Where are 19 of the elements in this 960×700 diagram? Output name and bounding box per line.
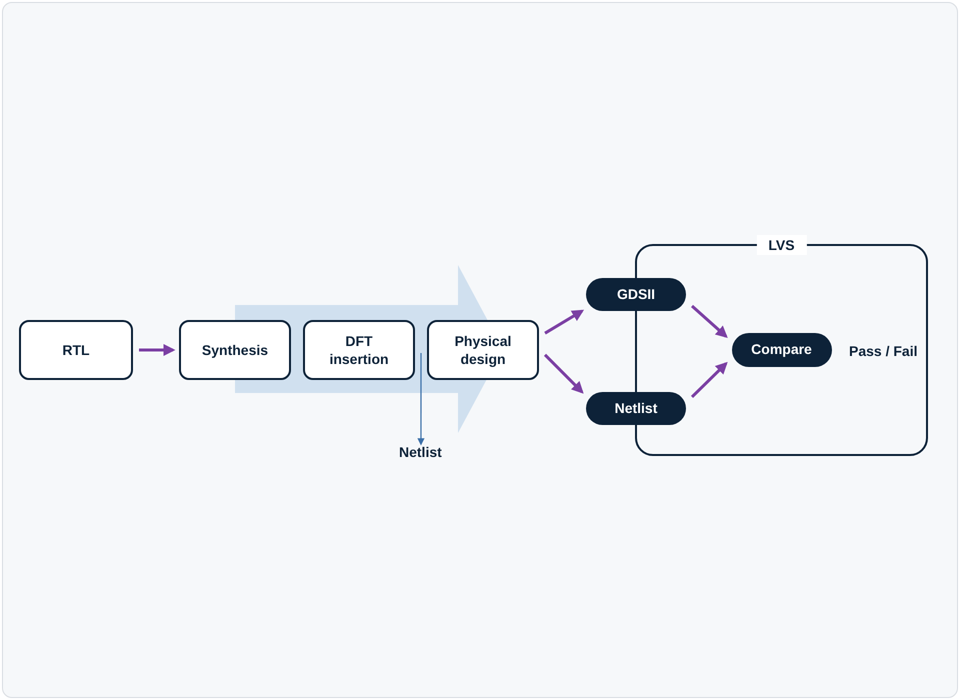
step-label: Synthesis — [202, 340, 268, 360]
arrow — [544, 354, 584, 394]
step-label: RTL — [62, 340, 90, 360]
output-label: Netlist — [399, 444, 442, 460]
arrow — [139, 344, 176, 356]
data-pill: Compare — [732, 332, 832, 366]
process-box — [303, 320, 415, 380]
process-box — [179, 320, 291, 380]
step-label: DFT insertion — [328, 332, 390, 368]
data-pill: Netlist — [586, 392, 686, 425]
arrow — [690, 362, 728, 398]
result-label: Pass / Fail — [849, 343, 918, 359]
arrow — [691, 304, 728, 338]
arrow — [544, 310, 584, 334]
data-pill: GDSII — [586, 278, 686, 311]
process-box — [19, 320, 133, 380]
process-box — [427, 320, 539, 380]
group-title: LVS — [756, 235, 807, 255]
step-label: Physical design — [454, 332, 512, 368]
